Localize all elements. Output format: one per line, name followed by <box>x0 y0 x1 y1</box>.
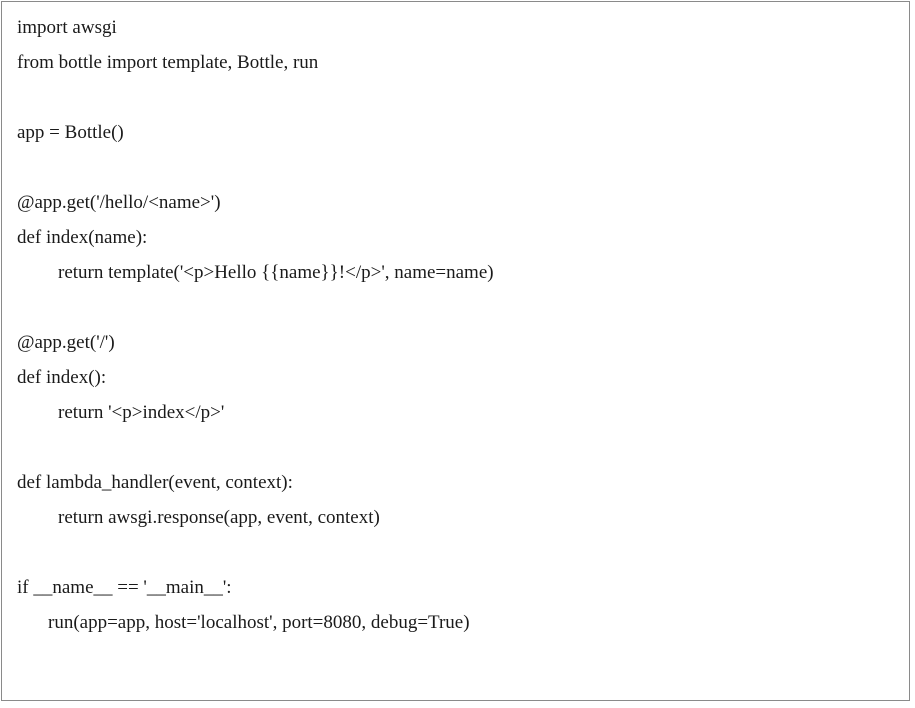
code-line-8: return template('<p>Hello {{name}}!</p>'… <box>58 262 494 283</box>
code-line-17: if __name__ == '__main__': <box>17 577 232 598</box>
code-line-3 <box>17 80 899 115</box>
code-line-5 <box>17 150 899 185</box>
code-line-10: @app.get('/') <box>17 332 115 353</box>
code-line-2: from bottle import template, Bottle, run <box>17 52 319 73</box>
code-line-18: run(app=app, host='localhost', port=8080… <box>48 612 470 633</box>
code-line-7: def index(name): <box>17 227 148 248</box>
code-line-11: def index(): <box>17 367 107 388</box>
code-line-9 <box>17 290 899 325</box>
code-line-6: @app.get('/hello/<name>') <box>17 192 221 213</box>
code-line-16 <box>17 535 899 570</box>
code-line-12: return '<p>index</p>' <box>58 402 225 423</box>
code-line-1: import awsgi <box>17 17 117 38</box>
code-line-14: def lambda_handler(event, context): <box>17 472 293 493</box>
code-line-13 <box>17 430 899 465</box>
code-block: import awsgi from bottle import template… <box>17 10 899 640</box>
code-line-15: return awsgi.response(app, event, contex… <box>58 507 380 528</box>
code-line-4: app = Bottle() <box>17 122 124 143</box>
